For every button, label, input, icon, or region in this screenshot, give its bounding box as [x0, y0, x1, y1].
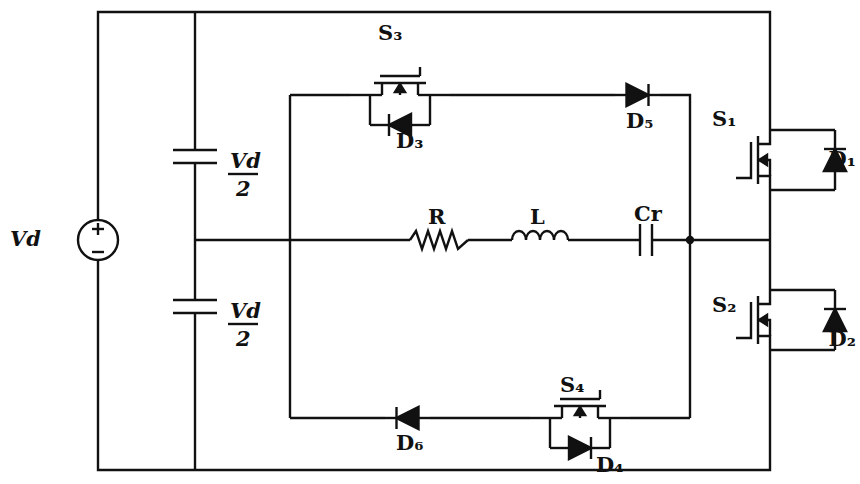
gate-lead	[380, 75, 420, 77]
diode-name: D₁	[829, 148, 856, 169]
wire	[350, 94, 382, 96]
gate-lead	[736, 302, 751, 338]
mosfet-symbol	[561, 406, 563, 418]
diode-symbol	[569, 437, 591, 459]
junction-dot	[687, 237, 693, 243]
wire	[630, 417, 690, 419]
capacitor-symbol	[173, 149, 217, 151]
plus-sign	[97, 223, 99, 235]
wire	[289, 95, 291, 418]
wire	[834, 130, 836, 149]
wire	[652, 239, 770, 241]
wire	[770, 349, 835, 351]
voltage-source	[78, 220, 118, 260]
wire	[834, 290, 836, 309]
wire	[770, 189, 835, 191]
wire	[598, 417, 630, 419]
gate-lead	[419, 67, 421, 76]
gate-lead	[560, 398, 600, 400]
switch-name: S₂	[712, 294, 736, 315]
wire	[195, 239, 410, 241]
mosfet-symbol	[758, 260, 770, 304]
mosfet-symbol	[597, 406, 599, 418]
schematic	[78, 12, 846, 470]
diode-symbol	[397, 407, 419, 429]
wire	[194, 163, 196, 300]
wire	[770, 129, 835, 131]
minus-sign	[92, 251, 104, 253]
capacitor-symbol	[173, 299, 217, 301]
wire	[430, 417, 530, 419]
wire	[194, 12, 196, 150]
wire	[549, 418, 551, 448]
wire	[194, 313, 196, 470]
inductor-name: L	[530, 206, 545, 227]
diode-symbol	[395, 407, 397, 429]
diode-name: D₆	[396, 432, 423, 453]
wire	[468, 239, 512, 241]
mosfet-symbol	[758, 176, 770, 220]
mosfet-arrow	[759, 155, 767, 165]
fraction-bar	[228, 173, 258, 175]
diode-name: D₅	[626, 110, 653, 131]
wire	[418, 94, 450, 96]
mosfet-arrow	[395, 84, 405, 92]
diode-name: D₄	[596, 454, 623, 475]
diode-symbol	[388, 114, 390, 136]
capacitor-name: Cr	[634, 203, 662, 224]
gate-lead	[599, 390, 601, 399]
wire	[370, 124, 389, 126]
mosfet-symbol	[758, 336, 770, 380]
switch-name: S₃	[378, 22, 402, 43]
capacitor-voltage: 2	[236, 178, 251, 199]
wire	[834, 171, 836, 190]
wire	[290, 94, 350, 96]
wire	[660, 95, 690, 418]
wire	[450, 94, 615, 96]
wire	[770, 289, 835, 291]
wire	[98, 260, 770, 470]
capacitor-voltage: Vd	[230, 300, 261, 321]
wire	[429, 95, 431, 125]
wire	[769, 220, 771, 260]
wire	[419, 417, 431, 419]
capacitor-voltage: Vd	[230, 150, 261, 171]
resistor-symbol	[410, 231, 468, 249]
diode-symbol	[590, 437, 592, 459]
wire	[591, 447, 610, 449]
mosfet-symbol	[381, 83, 383, 95]
wire	[290, 417, 385, 419]
wire	[369, 95, 371, 125]
mosfet-arrow	[575, 407, 585, 415]
capacitor-symbol	[639, 224, 641, 256]
diode-name: D₃	[396, 130, 423, 151]
wire	[609, 418, 611, 448]
wire	[411, 124, 430, 126]
switch-name: S₄	[560, 374, 584, 395]
inductor-symbol	[512, 231, 568, 240]
wire	[615, 94, 627, 96]
diode-symbol	[824, 308, 846, 310]
switch-name: S₁	[712, 108, 736, 129]
resistor-name: R	[428, 206, 445, 227]
mosfet-arrow	[759, 315, 767, 325]
gate-lead	[736, 142, 751, 178]
mosfet-symbol	[758, 100, 770, 144]
wire	[568, 239, 640, 241]
wire	[98, 12, 770, 220]
mosfet-symbol	[417, 83, 419, 95]
diode-symbol	[647, 84, 649, 106]
capacitor-voltage: 2	[236, 328, 251, 349]
wire	[550, 447, 569, 449]
source-voltage: Vd	[10, 228, 41, 249]
diode-name: D₂	[829, 328, 856, 349]
wire	[530, 417, 562, 419]
fraction-bar	[228, 323, 258, 325]
diode-symbol	[627, 84, 649, 106]
